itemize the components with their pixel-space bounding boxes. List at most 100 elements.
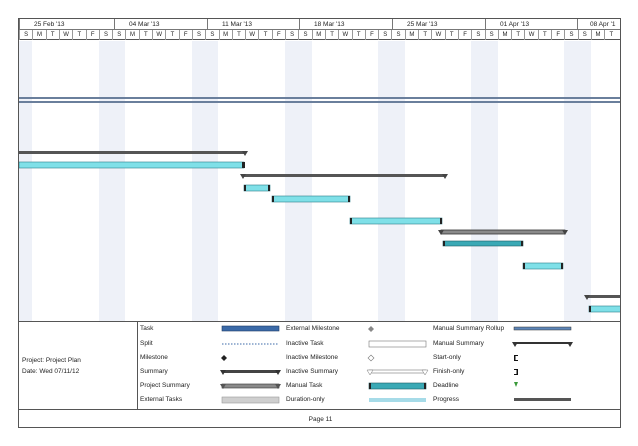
progress-swatch xyxy=(514,398,571,401)
project-summary-swatch-left-marker xyxy=(220,384,226,389)
day-header: S xyxy=(378,30,391,40)
summary-bar[interactable] xyxy=(586,295,621,298)
start-only-icon xyxy=(514,355,518,361)
inactive-summary-right-marker xyxy=(421,369,429,376)
weekend-shading xyxy=(564,41,591,321)
day-header: W xyxy=(58,30,72,40)
inactive-milestone-icon xyxy=(367,354,375,362)
weekend-shading xyxy=(19,41,33,321)
day-header: W xyxy=(431,30,444,40)
timescale-weeks: 25 Feb '13 04 Mar '13 11 Mar '13 18 Mar … xyxy=(19,19,620,30)
day-header: M xyxy=(590,30,604,40)
legend-label: Start-only xyxy=(433,354,461,361)
summary-bar[interactable] xyxy=(243,174,445,177)
inactive-summary-swatch xyxy=(368,369,427,374)
legend-label: Deadline xyxy=(433,382,459,389)
summary-bar-end-marker xyxy=(242,151,248,156)
task-bar[interactable] xyxy=(243,184,271,192)
week-header: 18 Mar '13 xyxy=(299,19,392,30)
day-header: M xyxy=(32,30,45,40)
day-header: T xyxy=(165,30,178,40)
legend-label: Manual Summary xyxy=(433,340,484,347)
manual-task-swatch xyxy=(368,382,427,390)
manual-task-end-marker xyxy=(521,241,523,246)
day-header: M xyxy=(218,30,232,40)
task-bar-start-marker xyxy=(589,306,591,312)
day-header: T xyxy=(511,30,524,40)
day-header: S xyxy=(19,30,32,40)
week-header: 25 Mar '13 xyxy=(392,19,485,30)
external-tasks-swatch xyxy=(221,396,280,404)
project-name: Project: Project Plan xyxy=(22,357,81,364)
task-bar-start-marker xyxy=(244,185,246,191)
day-header: T xyxy=(604,30,617,40)
weekend-shading xyxy=(471,41,498,321)
day-header: S xyxy=(564,30,577,40)
day-header: S xyxy=(98,30,112,40)
legend-label: Inactive Milestone xyxy=(286,354,339,361)
legend-panel: Project: Project Plan Date: Wed 07/11/12… xyxy=(19,322,620,410)
task-bar[interactable] xyxy=(271,195,351,203)
legend-label: Manual Summary Rollup xyxy=(433,325,505,332)
day-header: S xyxy=(391,30,404,40)
day-header: S xyxy=(112,30,125,40)
manual-task-start-marker xyxy=(443,241,445,246)
legend-label: Finish-only xyxy=(433,368,465,375)
summary-band-line xyxy=(19,101,620,103)
gantt-bars xyxy=(19,151,621,313)
legend-label: Inactive Task xyxy=(286,340,324,347)
day-header: S xyxy=(298,30,311,40)
legend-label: Summary xyxy=(140,368,168,375)
day-header: F xyxy=(551,30,564,40)
day-header: S xyxy=(577,30,591,40)
task-bar[interactable] xyxy=(349,217,443,225)
task-bar[interactable] xyxy=(19,161,245,169)
external-milestone-icon xyxy=(368,326,374,332)
manual-summary-right-marker xyxy=(567,342,573,347)
summary-bar-start-marker xyxy=(584,295,590,300)
day-header: M xyxy=(497,30,511,40)
day-header: T xyxy=(72,30,85,40)
day-header: T xyxy=(537,30,551,40)
project-summary-swatch xyxy=(221,383,280,389)
task-bar-end-marker xyxy=(348,196,350,202)
day-header: S xyxy=(191,30,205,40)
task-bar-end-marker xyxy=(268,185,270,191)
legend-label: External Milestone xyxy=(286,325,340,332)
day-header: S xyxy=(471,30,484,40)
day-header: F xyxy=(271,30,285,40)
manual-task-swatch-right-cap xyxy=(424,383,426,389)
summary-bar[interactable] xyxy=(19,151,245,154)
summary-swatch-right-marker xyxy=(275,370,281,375)
legend-label: Task xyxy=(140,325,154,332)
weekend-shading xyxy=(285,41,312,321)
week-header: 11 Mar '13 xyxy=(207,19,299,30)
weekend-shading xyxy=(378,41,405,321)
task-bar-end-marker xyxy=(561,263,563,269)
day-header: M xyxy=(125,30,138,40)
day-header: F xyxy=(85,30,99,40)
task-bar[interactable] xyxy=(522,262,564,270)
summary-bar-end-marker xyxy=(442,174,448,179)
task-bar-start-marker xyxy=(523,263,525,269)
manual-task-bar[interactable] xyxy=(442,240,524,247)
manual-task-swatch-left-cap xyxy=(369,383,371,389)
day-header: M xyxy=(404,30,418,40)
inactive-task-swatch xyxy=(368,340,427,348)
day-header: T xyxy=(324,30,338,40)
day-header: F xyxy=(364,30,378,40)
day-header: W xyxy=(524,30,537,40)
task-bar-end-marker xyxy=(440,218,442,224)
day-header: T xyxy=(231,30,245,40)
project-summary-swatch-right-marker xyxy=(275,384,281,389)
legend-label: Progress xyxy=(433,396,460,403)
week-header: 08 Apr '1 xyxy=(577,19,620,30)
summary-swatch xyxy=(222,370,279,373)
project-summary-bar[interactable] xyxy=(440,229,566,235)
week-header: 04 Mar '13 xyxy=(114,19,207,30)
task-bar[interactable] xyxy=(588,305,621,313)
week-header: 25 Feb '13 xyxy=(19,19,114,30)
day-header: S xyxy=(205,30,218,40)
summary-band-line xyxy=(19,97,620,99)
legend-label: Inactive Summary xyxy=(286,368,339,375)
